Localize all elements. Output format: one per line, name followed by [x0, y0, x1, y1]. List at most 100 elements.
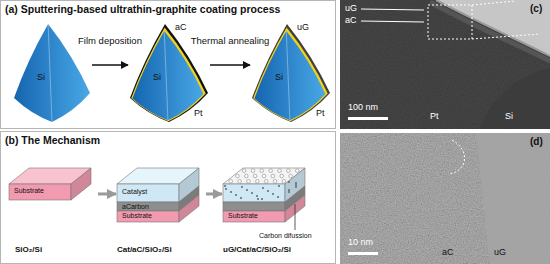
carbon-atom [240, 197, 242, 199]
graphite-dot [247, 180, 251, 184]
dotted-outline [450, 140, 465, 174]
annotation: Carbon difussion [259, 232, 312, 240]
graphite-dot [278, 169, 282, 173]
slab-layer [223, 211, 285, 222]
layer-label: Substrate [228, 212, 258, 220]
leader-line [361, 9, 424, 10]
carbon-atom [267, 190, 269, 192]
wedge-edge [286, 31, 290, 120]
scale-label: 10 nm [348, 238, 373, 248]
panel-letter: (c) [530, 3, 542, 14]
slab-layer [223, 184, 285, 202]
process-arrow [206, 192, 222, 195]
process-arrow [98, 192, 116, 195]
graphite-dot [295, 169, 299, 173]
layer-label: uG [494, 248, 506, 258]
carbon-atom [257, 198, 259, 200]
graphite-dot [251, 169, 255, 173]
material-label: Si [37, 73, 45, 83]
carbon-atom [288, 181, 290, 183]
panel-title: (a) Sputtering-based ultrathin-graphite … [5, 4, 280, 16]
process-arrow [210, 64, 250, 65]
carbon-atom [251, 192, 253, 194]
carbon-atom [241, 186, 243, 188]
carbon-atom [288, 191, 290, 193]
edge-label: Thermal annealing [190, 36, 271, 46]
layer-label: Substrate [122, 212, 152, 220]
carbon-atom [295, 182, 297, 184]
carbon-atom [224, 185, 226, 187]
graphite-dot [282, 180, 286, 184]
wedge-edge [48, 24, 52, 122]
material-label: Si [505, 112, 513, 122]
layer-label: aC [345, 16, 357, 26]
panel-letter: (d) [530, 136, 543, 147]
layer-label: aCarbon [122, 203, 149, 211]
layer-label: Pt [316, 109, 325, 119]
leader-line [361, 21, 424, 22]
wedge-edge [164, 31, 168, 120]
ug-region [476, 133, 550, 264]
panel-frame: (a) Sputtering-based ultrathin-graphite … [0, 0, 336, 129]
slab-layer [117, 211, 179, 222]
carbon-atom [246, 189, 248, 191]
layer-label: aC [442, 248, 454, 258]
carbon-atom [225, 188, 227, 190]
carbon-atom [262, 187, 264, 189]
material-label: Si [275, 73, 283, 83]
carbon-atom [261, 198, 263, 200]
graphite-stack-slab: SubstrateCarbon difussion uG/Cat/aC/SiO₂/… [223, 154, 333, 262]
carbon-atom [288, 189, 290, 191]
scale-bar [348, 117, 388, 120]
carbon-atom [295, 186, 297, 188]
carbon-atom [256, 195, 258, 197]
graphite-dot [256, 180, 260, 184]
stack-slab: CatalystaCarbonSubstrateCat/aC/SiO₂/Si [117, 154, 205, 262]
stack-caption: Cat/aC/SiO₂/Si [117, 246, 172, 255]
graphite-dot [287, 169, 291, 173]
material-label: Si [153, 73, 161, 83]
layer-label: uG [345, 4, 357, 14]
substrate-slab: SubstrateSiO₂/Si [9, 154, 97, 262]
layer-label: uG [297, 23, 309, 33]
graphite-dot [264, 180, 268, 184]
material-label: Pt [430, 112, 439, 122]
layer-label: Pt [194, 109, 203, 119]
edge-label: Film deposition [77, 36, 143, 46]
graphite-dot [289, 174, 293, 178]
layer-label: Substrate [14, 187, 44, 195]
tem-grain [340, 0, 550, 129]
graphite-dot [242, 169, 246, 173]
carbon-atom [272, 193, 274, 195]
graphite-dot [260, 169, 264, 173]
graphite-dot [244, 174, 248, 178]
graphite-dot [271, 174, 275, 178]
carbon-atom [295, 184, 297, 186]
graphite-dot [269, 169, 273, 173]
graphite-dot [273, 180, 277, 184]
slab-layer [9, 184, 71, 200]
scale-bar [348, 252, 378, 255]
vacuum-region [436, 0, 550, 56]
slab-layer [223, 202, 285, 211]
slab-layer [117, 184, 179, 202]
zoom-lines [472, 1, 540, 39]
carbon-atom [235, 194, 237, 196]
slab-side [71, 168, 91, 200]
panel-title: (b) The Mechanism [5, 135, 100, 147]
graphite-dot [229, 180, 233, 184]
carbon-atom [278, 185, 280, 187]
layer-label: aC [175, 23, 187, 33]
graphite-dot [280, 174, 284, 178]
tem-image-c [340, 0, 550, 129]
tem-grain [340, 133, 550, 264]
graphite-dot [238, 180, 242, 184]
ug-layer [436, 0, 550, 56]
stack-caption: uG/Cat/aC/SiO₂/Si [223, 246, 291, 255]
scale-label: 100 nm [348, 103, 378, 113]
panel-frame: (b) The MechanismSubstrateSiO₂/SiCatalys… [0, 131, 336, 264]
leader-line [295, 204, 296, 230]
zoom-box [428, 5, 472, 39]
